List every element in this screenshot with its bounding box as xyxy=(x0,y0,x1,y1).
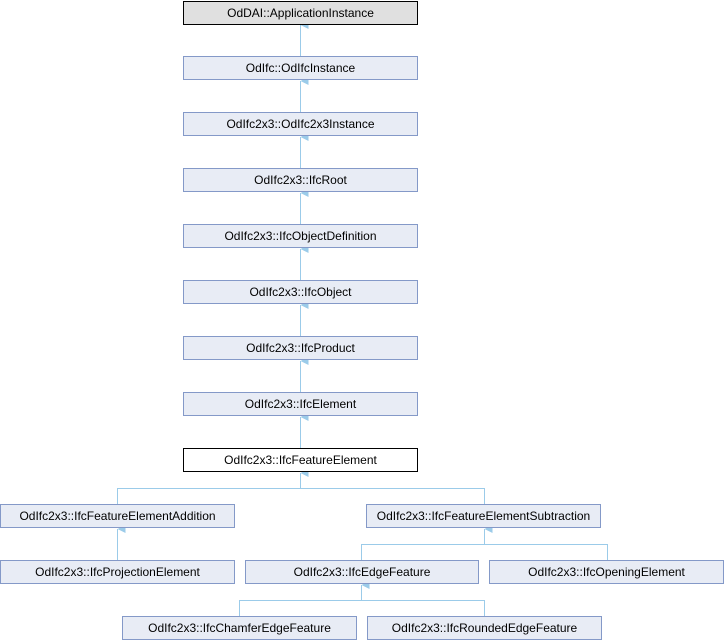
node-object-definition[interactable]: OdIfc2x3::IfcObjectDefinition xyxy=(183,224,418,248)
edge-line xyxy=(361,544,608,560)
node-chamfer-edge-feature[interactable]: OdIfc2x3::IfcChamferEdgeFeature xyxy=(122,616,357,640)
node-feature-element: OdIfc2x3::IfcFeatureElement xyxy=(183,448,418,472)
node-product[interactable]: OdIfc2x3::IfcProduct xyxy=(183,336,418,360)
node-ifc2x3-instance[interactable]: OdIfc2x3::OdIfc2x3Instance xyxy=(183,112,418,136)
node-object[interactable]: OdIfc2x3::IfcObject xyxy=(183,280,418,304)
node-feature-element-subtraction[interactable]: OdIfc2x3::IfcFeatureElementSubtraction xyxy=(366,504,601,528)
node-ifc-root[interactable]: OdIfc2x3::IfcRoot xyxy=(183,168,418,192)
node-element[interactable]: OdIfc2x3::IfcElement xyxy=(183,392,418,416)
node-feature-element-addition[interactable]: OdIfc2x3::IfcFeatureElementAddition xyxy=(0,504,235,528)
edge-line xyxy=(117,488,485,504)
node-rounded-edge-feature[interactable]: OdIfc2x3::IfcRoundedEdgeFeature xyxy=(367,616,602,640)
edge-line xyxy=(239,600,485,616)
node-application-instance[interactable]: OdDAI::ApplicationInstance xyxy=(183,1,418,25)
node-projection-element[interactable]: OdIfc2x3::IfcProjectionElement xyxy=(0,560,235,584)
node-ifc-instance[interactable]: OdIfc::OdIfcInstance xyxy=(183,56,418,80)
node-edge-feature[interactable]: OdIfc2x3::IfcEdgeFeature xyxy=(245,560,479,584)
node-opening-element[interactable]: OdIfc2x3::IfcOpeningElement xyxy=(489,560,724,584)
